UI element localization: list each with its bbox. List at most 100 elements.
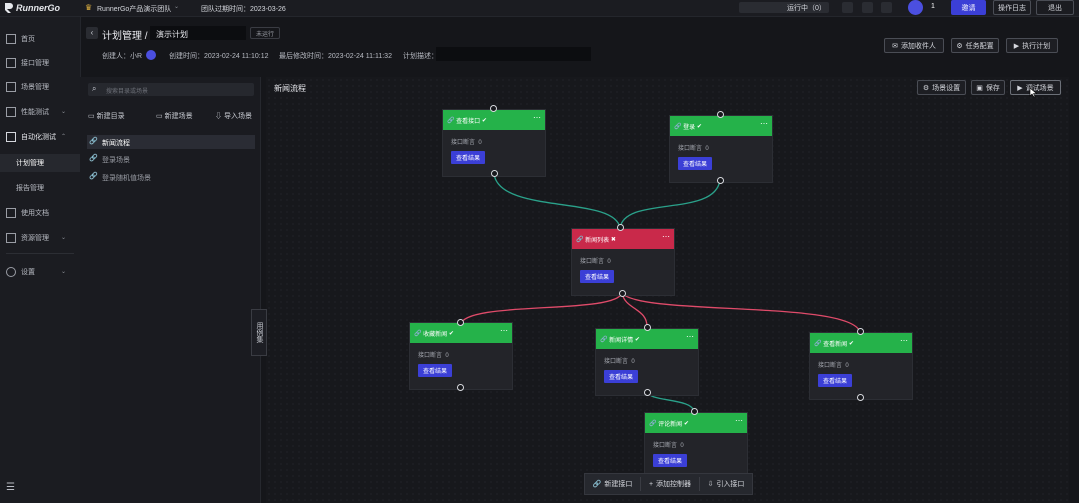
sidebar-item-report[interactable]: 报告管理 [0, 179, 80, 197]
view-result-button[interactable]: 查看结果 [451, 151, 486, 164]
sidebar-item-plan[interactable]: 计划管理 [0, 154, 80, 172]
plan-description-field[interactable] [436, 47, 591, 61]
input-port[interactable] [691, 408, 698, 415]
performance-icon [6, 107, 16, 117]
api-node[interactable]: 🔗 收藏新闻 ✔⋯ 接口断言 0 查看结果 [409, 322, 513, 390]
view-result-label: 查看结果 [683, 162, 708, 168]
view-result-button[interactable]: 查看结果 [678, 157, 713, 170]
api-node[interactable]: 🔗 新闻详情 ✔⋯ 接口断言 0 查看结果 [595, 328, 699, 396]
node-header[interactable]: 🔗 评论新闻 ✔⋯ [645, 413, 747, 433]
task-config-label: 任务配置 [965, 42, 994, 50]
input-port[interactable] [644, 324, 651, 331]
api-node[interactable]: 🔗 评论新闻 ✔⋯ 接口断言 0 查看结果 [644, 412, 748, 476]
sidebar-item-label: 报告管理 [16, 185, 44, 192]
node-header[interactable]: 🔗 收藏新闻 ✔⋯ [410, 323, 512, 343]
home-icon [6, 34, 16, 44]
input-port[interactable] [457, 319, 464, 326]
input-port[interactable] [857, 328, 864, 335]
output-port[interactable] [491, 170, 498, 177]
api-node[interactable]: 🔗 查看接口 ✔⋯ 接口断言 0 查看结果 [442, 109, 546, 177]
node-header[interactable]: 🔗 新闻详情 ✔⋯ [596, 329, 698, 349]
more-icon[interactable]: ⋯ [735, 416, 743, 425]
more-icon[interactable]: ⋯ [686, 332, 694, 341]
case-collection-tab[interactable]: 用例集 [251, 309, 267, 356]
top-search-input[interactable] [739, 2, 829, 13]
avatar[interactable] [908, 0, 923, 15]
output-port[interactable] [857, 394, 864, 401]
debug-scene-button[interactable]: ▶调试场景 [1010, 80, 1061, 95]
sidebar-item-label: 首页 [21, 36, 35, 43]
input-port[interactable] [490, 105, 497, 112]
sidebar-item-settings[interactable]: 设置⌄ [0, 263, 80, 281]
operation-log-button[interactable]: 操作日志 [993, 0, 1031, 15]
canvas-bottom-toolbar: 🔗新建接口 +添加控制器 ⇩引入接口 [584, 473, 753, 495]
output-port[interactable] [644, 389, 651, 396]
scene-item-selected[interactable]: 🔗 新闻流程 [87, 135, 255, 149]
new-api-button[interactable]: 🔗新建接口 [585, 477, 641, 491]
sidebar-item-resource[interactable]: 资源管理⌄ [0, 229, 80, 247]
scene-item[interactable]: 🔗 登录场景 [89, 154, 249, 166]
input-port[interactable] [717, 111, 724, 118]
scene-search-input[interactable]: ⌕ 搜索目录或场景 [88, 83, 254, 96]
scene-item[interactable]: 🔗 登录随机值场景 [89, 172, 249, 184]
output-port[interactable] [619, 290, 626, 297]
help-icon[interactable] [881, 2, 892, 13]
add-receiver-button[interactable]: ✉添加收件人 [884, 38, 944, 53]
output-port[interactable] [457, 384, 464, 391]
team-selector[interactable]: RunnerGo产品演示团队 [97, 6, 172, 13]
api-node[interactable]: 🔗 新闻列表 ✖⋯ 接口断言 0 查看结果 [571, 228, 675, 296]
invite-button[interactable]: 邀请 [951, 0, 986, 15]
sidebar-item-automation[interactable]: 自动化测试⌃ [0, 128, 80, 146]
output-port[interactable] [717, 177, 724, 184]
sidebar-item-docs[interactable]: 使用文档 [0, 204, 80, 222]
view-result-button[interactable]: 查看结果 [604, 370, 639, 383]
app-logo[interactable]: RunnerGo [16, 3, 60, 13]
execute-plan-button[interactable]: ▶执行计划 [1006, 38, 1058, 53]
input-port[interactable] [617, 224, 624, 231]
collapse-sidebar-icon[interactable]: ☰ [6, 482, 15, 493]
chevron-down-icon[interactable]: ⌄ [174, 4, 180, 10]
node-row-value: 0 [845, 363, 849, 369]
node-header[interactable]: 🔗 新闻列表 ✖⋯ [572, 229, 674, 249]
settings-icon[interactable] [862, 2, 873, 13]
view-result-button[interactable]: 查看结果 [818, 374, 853, 387]
save-button[interactable]: ▣保存 [971, 80, 1005, 95]
sidebar-item-api[interactable]: 接口管理 [0, 54, 80, 72]
sidebar-item-scene[interactable]: 场景管理 [0, 78, 80, 96]
member-count: 1 [931, 3, 935, 10]
import-api-button[interactable]: ⇩引入接口 [700, 477, 752, 491]
breadcrumb[interactable]: 计划管理 / [102, 31, 148, 42]
add-controller-button[interactable]: +添加控制器 [641, 477, 700, 491]
message-icon[interactable] [842, 2, 853, 13]
node-title: 登录 [683, 124, 696, 131]
import-api-label: 引入接口 [716, 481, 745, 488]
more-icon[interactable]: ⋯ [662, 232, 670, 241]
sidebar-item-performance[interactable]: 性能测试⌄ [0, 103, 80, 121]
node-header[interactable]: 🔗 查看接口 ✔⋯ [443, 110, 545, 130]
view-result-button[interactable]: 查看结果 [580, 270, 615, 283]
node-header[interactable]: 🔗 查看新闻 ✔⋯ [810, 333, 912, 353]
api-node[interactable]: 🔗 登录 ✔⋯ 接口断言 0 查看结果 [669, 115, 773, 183]
back-button[interactable]: ‹ [86, 27, 98, 39]
crown-icon: ♛ [85, 3, 93, 12]
view-result-button[interactable]: 查看结果 [653, 454, 688, 467]
api-node[interactable]: 🔗 查看新闻 ✔⋯ 接口断言 0 查看结果 [809, 332, 913, 400]
scene-settings-button[interactable]: ⚙场景设置 [917, 80, 966, 95]
new-scene-button[interactable]: ▭ 新建场景 [156, 111, 193, 121]
new-folder-button[interactable]: ▭ 新建目录 [88, 111, 125, 121]
more-icon[interactable]: ⋯ [500, 326, 508, 335]
node-header[interactable]: 🔗 登录 ✔⋯ [670, 116, 772, 136]
more-icon[interactable]: ⋯ [533, 113, 541, 122]
scene-settings-label: 场景设置 [932, 84, 961, 92]
import-scene-button[interactable]: ⇩ 导入场景 [215, 111, 252, 121]
plan-name-field[interactable]: 演示计划 [150, 26, 246, 40]
logout-button[interactable]: 退出 [1036, 0, 1074, 15]
sidebar-item-home[interactable]: 首页 [0, 30, 80, 48]
scene-icon: ▭ [156, 113, 163, 120]
more-icon[interactable]: ⋯ [760, 119, 768, 128]
view-result-button[interactable]: 查看结果 [418, 364, 453, 377]
task-config-button[interactable]: ⚙任务配置 [951, 38, 999, 53]
more-icon[interactable]: ⋯ [900, 336, 908, 345]
running-count[interactable]: 运行中（0） [787, 5, 826, 12]
